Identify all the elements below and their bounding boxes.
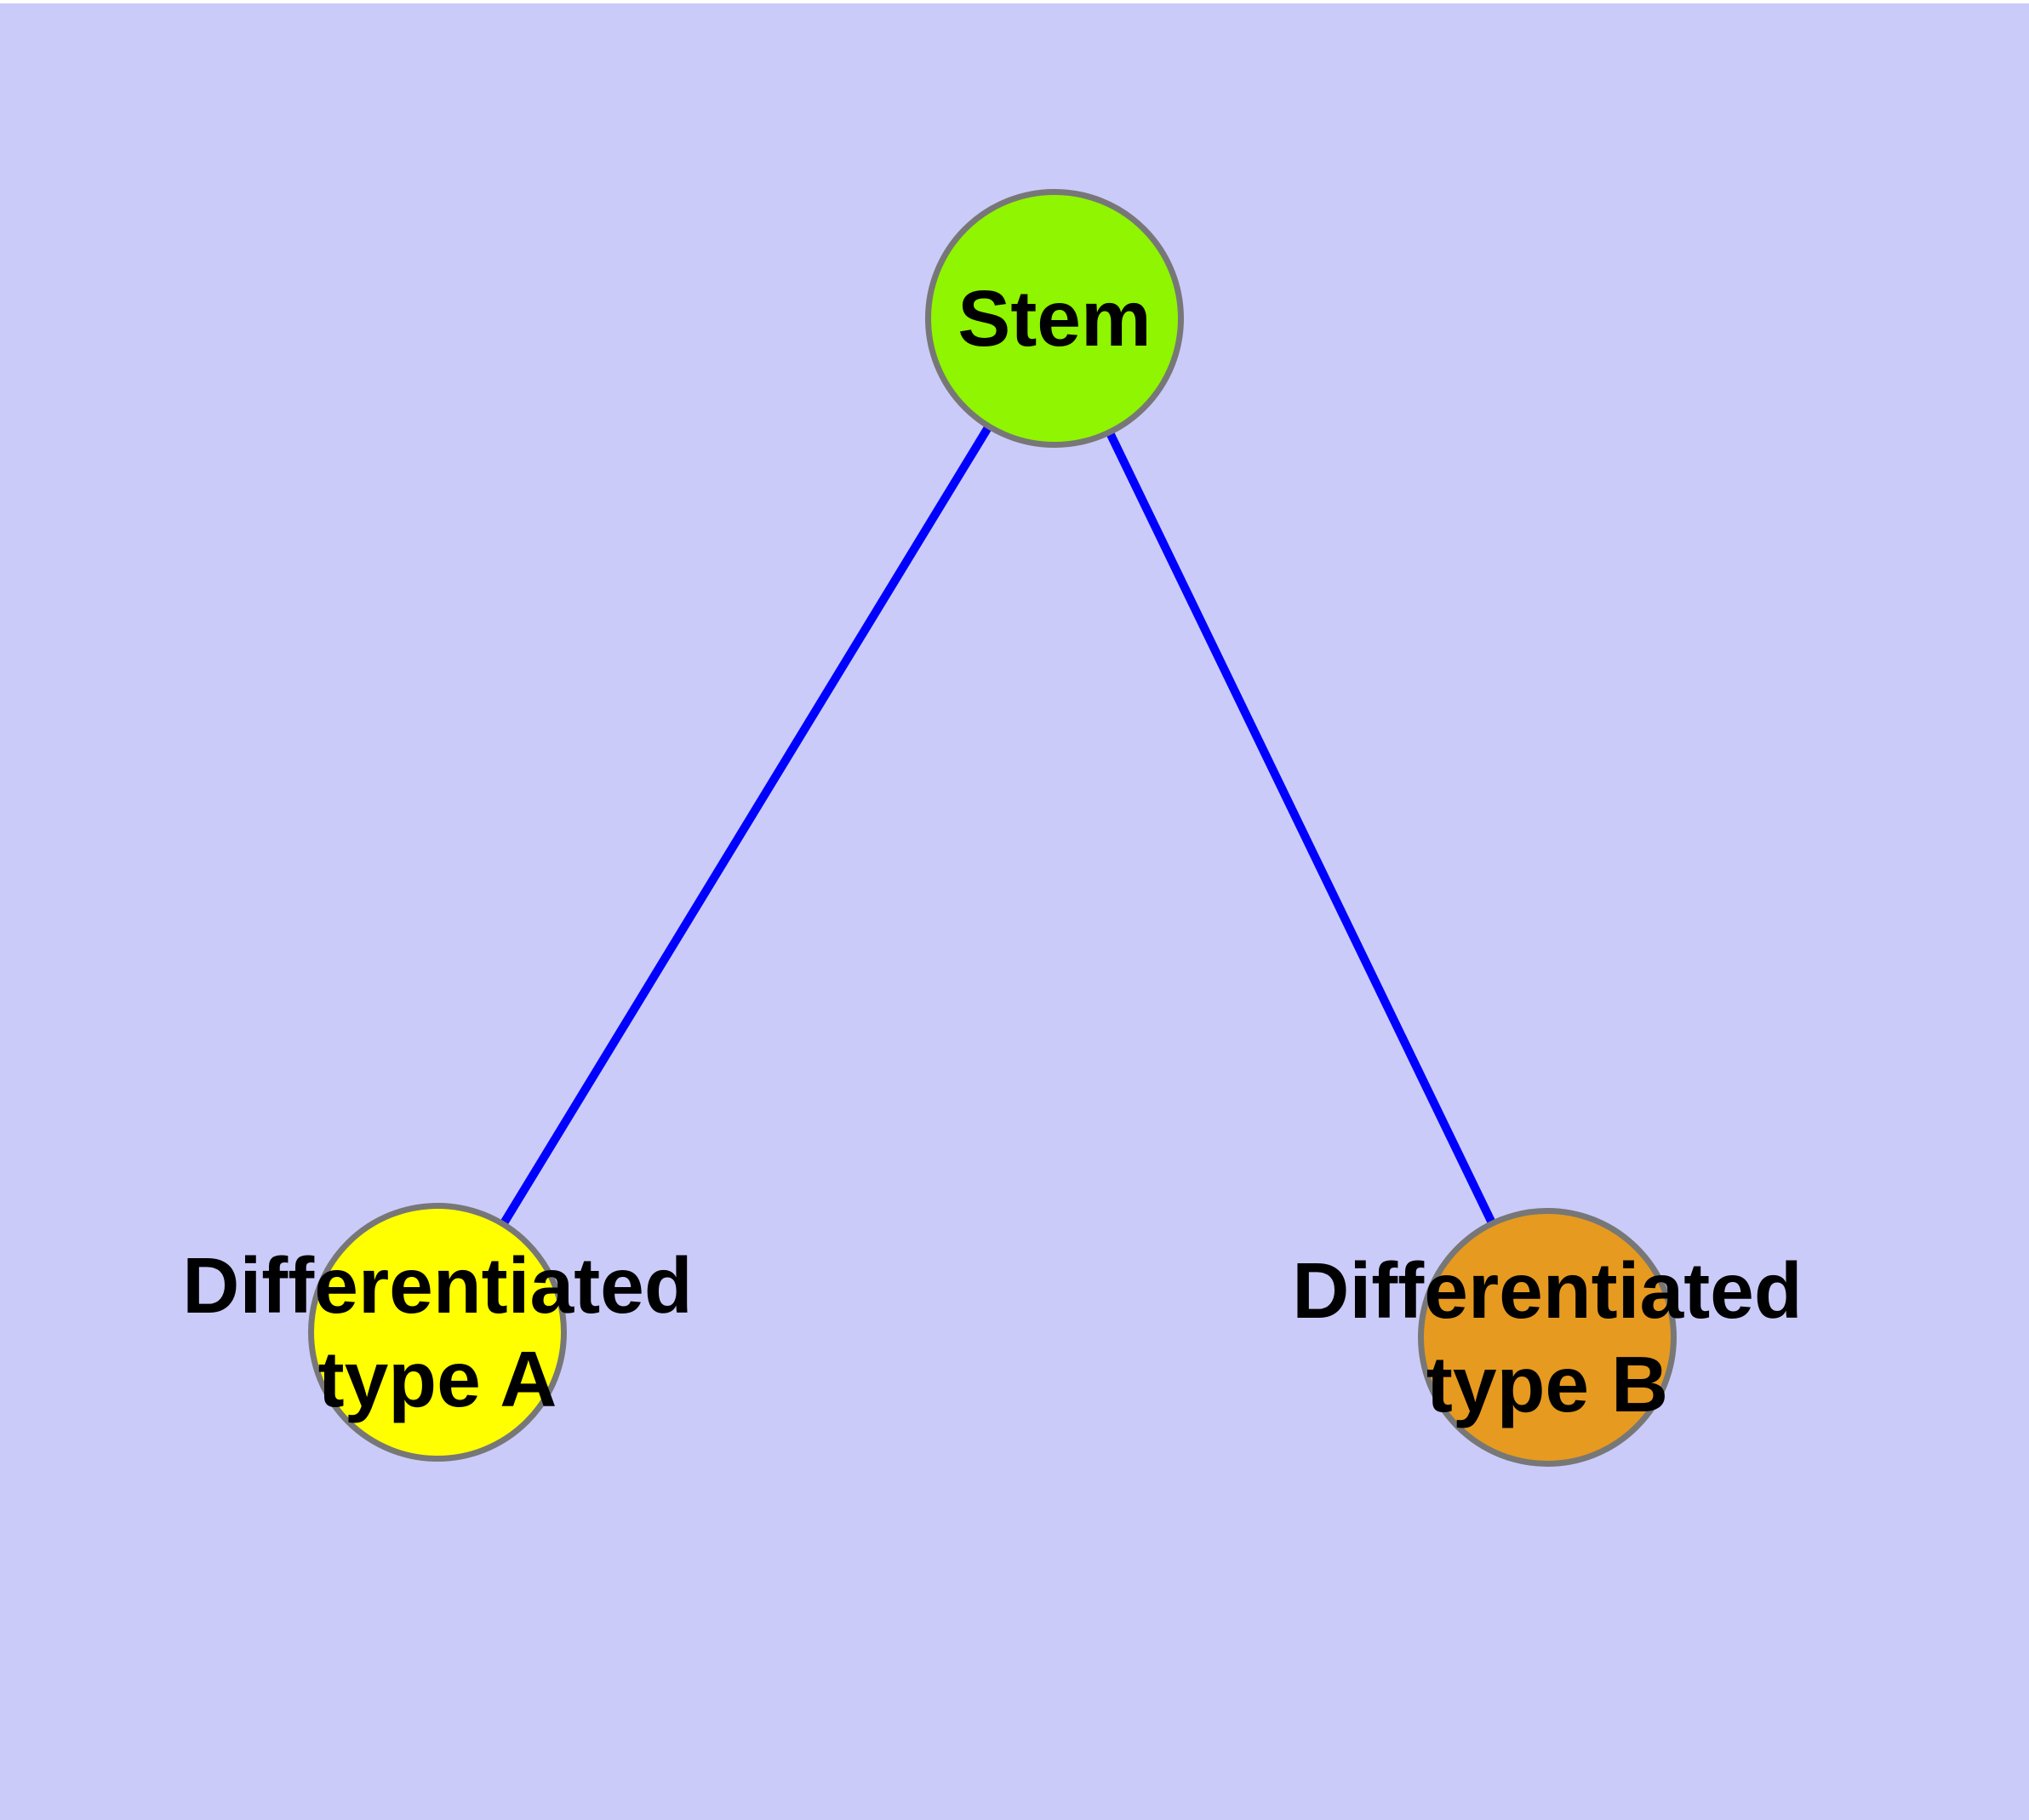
node-label-type-b-line-2: type B bbox=[1426, 1340, 1669, 1428]
node-label-type-a-line-2: type A bbox=[317, 1335, 557, 1423]
node-label-stem-line-1: Stem bbox=[957, 274, 1152, 363]
node-circle-type-a bbox=[308, 1203, 567, 1462]
edges-layer bbox=[433, 316, 1552, 1340]
edge-stem-to-type-a bbox=[433, 316, 1059, 1335]
node-label-type-b-line-1: Differentiated bbox=[1292, 1246, 1803, 1335]
node-label-stem: Stem bbox=[957, 272, 1151, 365]
node-label-type-a-line-1: Differentiated bbox=[182, 1241, 693, 1330]
node-circle-stem bbox=[925, 189, 1184, 448]
edge-stem-to-type-b bbox=[1050, 316, 1552, 1340]
node-circle-type-b bbox=[1418, 1208, 1677, 1467]
